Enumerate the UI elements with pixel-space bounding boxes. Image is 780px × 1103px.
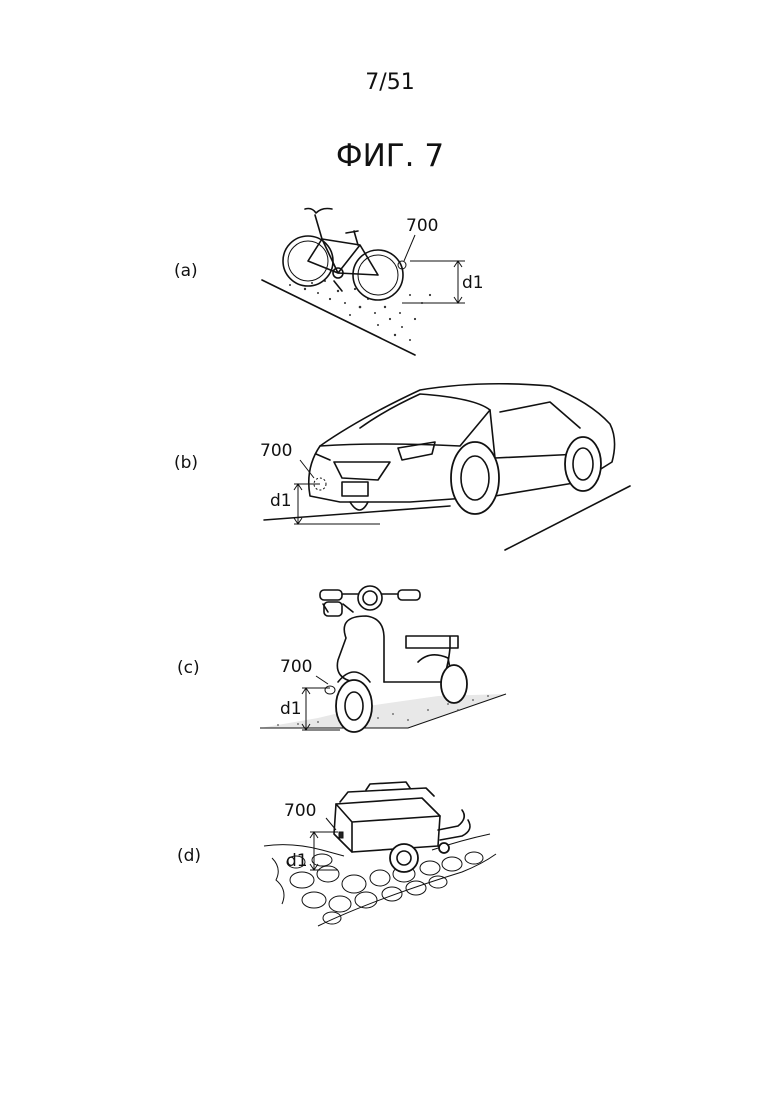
dimension-label-c: d1 bbox=[280, 699, 302, 719]
ground-d bbox=[264, 834, 496, 926]
panel-label-c: (c) bbox=[177, 658, 200, 678]
dimension-label-d: d1 bbox=[286, 851, 308, 871]
figure-title: ФИГ. 7 bbox=[0, 138, 780, 174]
ground-a bbox=[262, 273, 432, 355]
device-ref-c: 700 bbox=[280, 657, 312, 677]
panel-label-a: (a) bbox=[174, 261, 198, 281]
bicycle-icon bbox=[283, 209, 403, 301]
panel-c-scooter: 700 d1 bbox=[258, 578, 518, 758]
panel-label-b: (b) bbox=[174, 453, 198, 473]
device-ref-a: 700 bbox=[406, 216, 438, 236]
ground-b bbox=[264, 486, 630, 550]
panel-b-car: 700 d1 bbox=[250, 378, 640, 558]
device-marker-b bbox=[300, 460, 326, 490]
panel-d-trailer: 700 d1 bbox=[262, 780, 512, 930]
panel-a-bicycle: 700 d1 bbox=[250, 195, 510, 365]
device-ref-d: 700 bbox=[284, 801, 316, 821]
panel-label-d: (d) bbox=[177, 846, 201, 866]
car-icon bbox=[309, 384, 615, 514]
dimension-label-b: d1 bbox=[270, 491, 292, 511]
trailer-icon bbox=[334, 782, 470, 872]
dimension-a bbox=[402, 261, 465, 303]
device-marker-c bbox=[316, 676, 335, 694]
page-number: 7/51 bbox=[0, 70, 780, 95]
device-ref-b: 700 bbox=[260, 441, 292, 461]
dimension-label-a: d1 bbox=[462, 273, 484, 293]
